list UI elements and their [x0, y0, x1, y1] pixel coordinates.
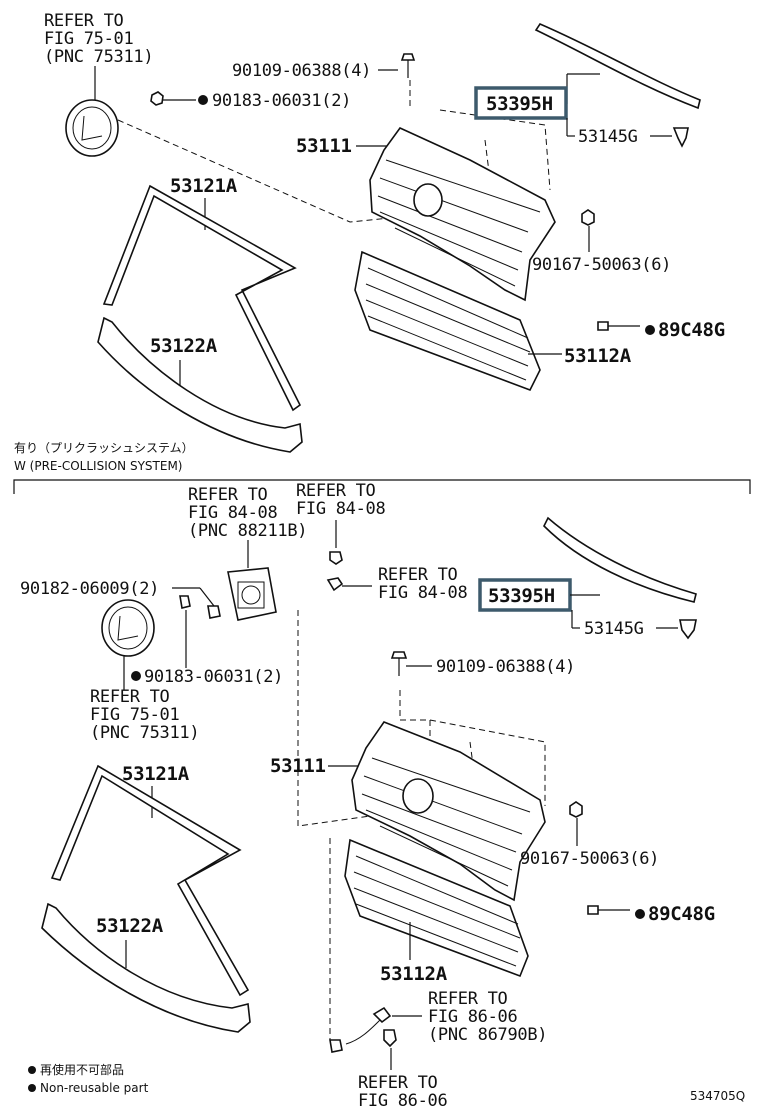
screw-icon: [207, 605, 221, 619]
nut-icon: [150, 91, 164, 106]
top-nut-90183-label: 90183-06031(2): [212, 91, 351, 111]
top-bolt-90109-label: 90109-06388(4): [232, 61, 371, 81]
bottom-emblem-ref-line1: REFER TO: [90, 687, 170, 707]
top-53395h-box: [474, 86, 568, 120]
legend-en: Non-reusable part: [40, 1081, 149, 1095]
clip-icon: [587, 905, 599, 915]
clip-icon: [372, 1006, 392, 1024]
non-reusable-dot-icon: [635, 909, 645, 919]
bottom-88211b-ref-line3: (PNC 88211B): [188, 521, 307, 541]
emblem-icon: [101, 599, 155, 657]
bottom-53395h-box: [478, 578, 572, 612]
clip-icon: [597, 321, 609, 331]
bottom-emblem-ref-line2: FIG 75-01: [90, 705, 179, 725]
bottom-53111-label: 53111: [270, 755, 326, 777]
bottom-53395h-label: 53395H: [488, 585, 555, 607]
non-reusable-dot-icon: [198, 95, 208, 105]
bottom-86790b-ref-line2: FIG 86-06: [428, 1007, 517, 1027]
bottom-53122a-label: 53122A: [96, 915, 164, 937]
bottom-88211b-ref-line2: FIG 84-08: [188, 503, 277, 523]
grille-53112a-part: [354, 250, 541, 392]
molding-53121a-part: [102, 184, 302, 412]
bottom-84-08-upper-line2: FIG 84-08: [296, 499, 385, 519]
legend-jp: 再使用不可部品: [40, 1062, 124, 1077]
clip-icon: [329, 1039, 343, 1053]
bolt-icon: [390, 651, 408, 676]
top-emblem-ref-line2: FIG 75-01: [44, 29, 133, 49]
non-reusable-dot-icon: [131, 671, 141, 681]
bottom-84-08-upper-line1: REFER TO: [296, 481, 376, 501]
top-53112a-label: 53112A: [564, 345, 632, 367]
emblem-icon: [65, 99, 119, 157]
bottom-86-06-ref-line2: FIG 86-06: [358, 1091, 447, 1111]
bottom-86-06-ref-line1: REFER TO: [358, 1073, 438, 1093]
top-89c48g-label: 89C48G: [658, 319, 725, 341]
bottom-84-08-right-line2: FIG 84-08: [378, 583, 467, 603]
top-emblem-ref-line3: (PNC 75311): [44, 47, 153, 67]
grille-53111-part: [369, 127, 556, 302]
harness-part: [345, 1019, 381, 1045]
nut-icon: [569, 801, 583, 818]
bottom-86790b-ref-line1: REFER TO: [428, 989, 508, 1009]
clip-icon: [329, 551, 343, 565]
top-53121a-label: 53121A: [170, 175, 238, 197]
molding-53121a-part: [50, 764, 250, 997]
bottom-section: REFER TO FIG 84-08 (PNC 88211B) REFER TO…: [20, 481, 715, 1111]
bottom-86790b-ref-line3: (PNC 86790B): [428, 1025, 547, 1045]
clip-icon: [679, 619, 697, 640]
bottom-bolt-90109-label: 90109-06388(4): [436, 657, 575, 677]
clip-icon: [383, 1029, 397, 1048]
top-90167-label: 90167-50063(6): [532, 255, 671, 275]
bottom-53112a-label: 53112A: [380, 963, 448, 985]
bottom-89c48g-label: 89C48G: [648, 903, 715, 925]
molding-53122a-part: [97, 316, 303, 453]
bolt-icon: [400, 53, 416, 78]
top-53111-label: 53111: [296, 135, 352, 157]
top-section: REFER TO FIG 75-01 (PNC 75311) 90183-060…: [14, 11, 725, 473]
sensor-bracket-part: [227, 567, 277, 621]
section-divider: [13, 479, 751, 494]
bottom-84-08-right-line1: REFER TO: [378, 565, 458, 585]
grille-53111-part: [351, 721, 546, 902]
top-53395h-label: 53395H: [486, 93, 553, 115]
bottom-90167-label: 90167-50063(6): [520, 849, 659, 869]
non-reusable-dot-icon: [645, 325, 655, 335]
bottom-53145g-label: 53145G: [584, 619, 644, 639]
top-emblem-ref-line1: REFER TO: [44, 11, 124, 31]
bottom-nut-90183-label: 90183-06031(2): [144, 667, 283, 687]
diagram-id: 534705Q: [690, 1089, 745, 1103]
clip-icon: [672, 127, 689, 148]
top-variant-en: W (PRE-COLLISION SYSTEM): [14, 459, 183, 473]
molding-53395h-part: [534, 23, 701, 110]
bottom-90182-label: 90182-06009(2): [20, 579, 159, 599]
bottom-53121a-label: 53121A: [122, 763, 190, 785]
top-53122a-label: 53122A: [150, 335, 218, 357]
molding-53395h-part: [543, 516, 697, 603]
nut-icon: [179, 595, 191, 609]
top-53145g-label: 53145G: [578, 127, 638, 147]
non-reusable-dot-icon: [28, 1066, 36, 1074]
legend: 再使用不可部品 Non-reusable part: [28, 1062, 149, 1095]
bottom-88211b-ref-line1: REFER TO: [188, 485, 268, 505]
top-variant-jp: 有り（プリクラッシュシステム）: [14, 441, 194, 455]
molding-53122a-part: [41, 902, 251, 1033]
bottom-emblem-ref-line3: (PNC 75311): [90, 723, 199, 743]
grille-53112a-part: [344, 838, 529, 978]
non-reusable-dot-icon: [28, 1084, 36, 1092]
clip-icon: [326, 577, 344, 592]
nut-icon: [581, 209, 595, 226]
